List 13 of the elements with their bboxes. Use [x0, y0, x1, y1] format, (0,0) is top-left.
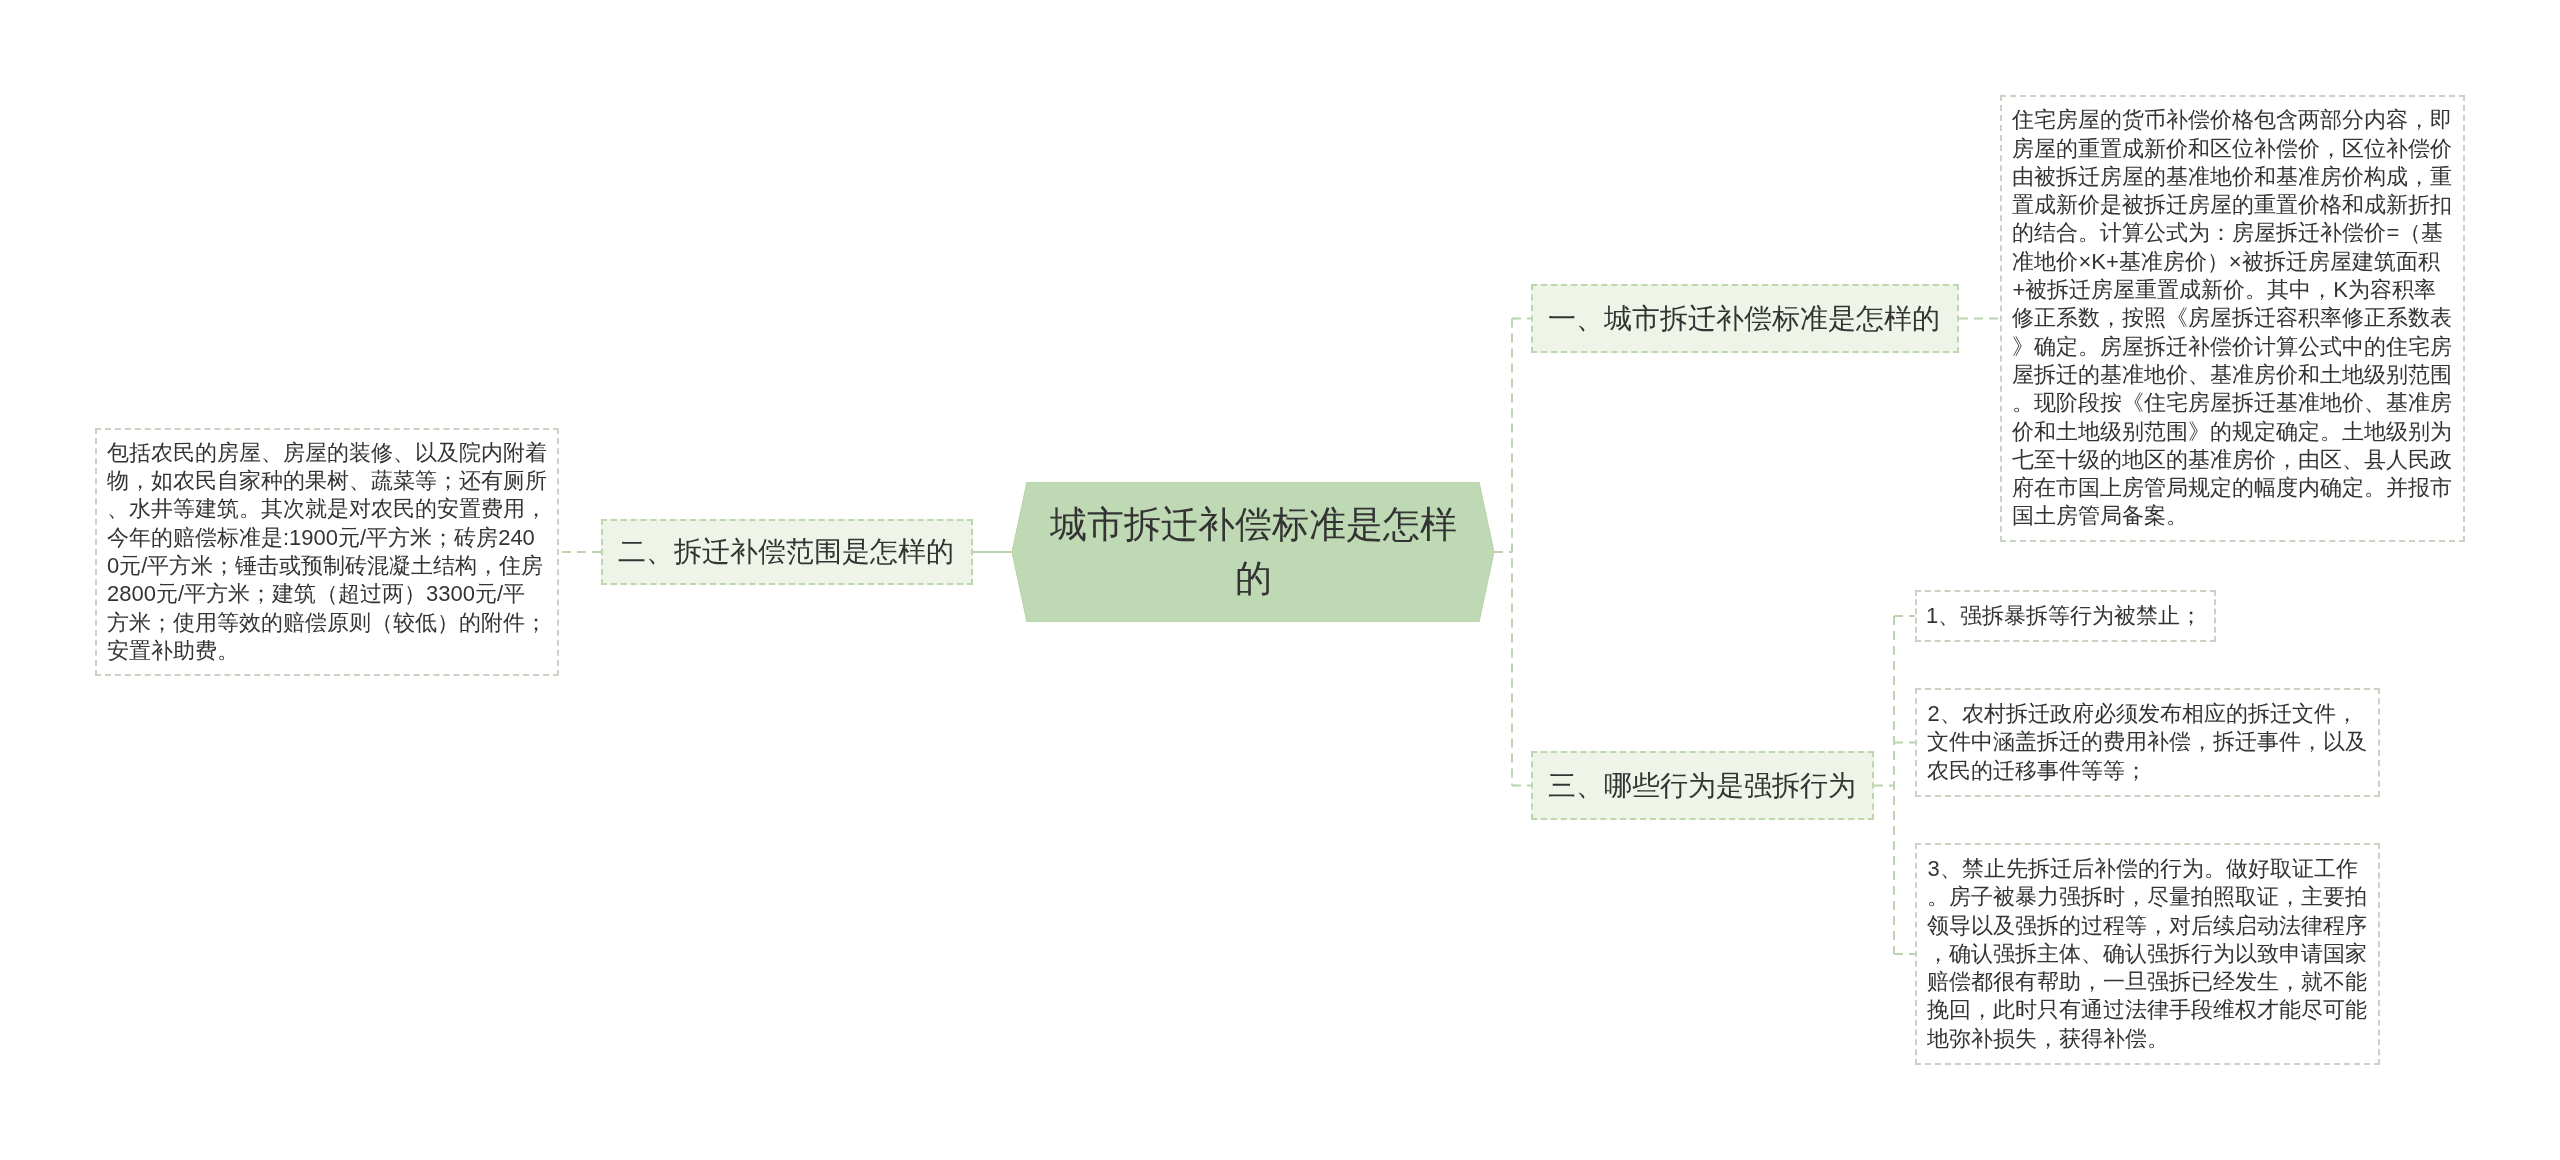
note-box: 包括农民的房屋、房屋的装修、以及院内附着物，如农民自家种的果树、蔬菜等；还有厕所、水井等建筑。其次就是对农民的安置费用，今年的赔偿标准是:1900元/平方米；砖房2400元/平方米；锤击或预制砖混凝土结构，住房2800元/平方米；建筑（超过两）3300元/平方米；使用等效的赔偿原则（较低）的附件；安置补助费。	[95, 428, 559, 676]
connector-line	[1958, 317, 2001, 320]
note-box: 住宅房屋的货币补偿价格包含两部分内容，即房屋的重置成新价和区位补偿价，区位补偿价由被拆迁房屋的基准地价和基准房价构成，重置成新价是被拆迁房屋的重置价格和成新折扣的结合。计算公式为：房屋拆迁补偿价=（基准地价×K+基准房价）×被拆迁房屋建筑面积+被拆迁房屋重置成新价。其中，K为容积率修正系数，按照《房屋拆迁容积率修正系数表》确定。房屋拆迁补偿价计算公式中的住宅房屋拆迁的基准地价、基准房价和土地级别范围。现阶段按《住宅房屋拆迁基准地价、基准房价和土地级别范围》的规定确定。土地级别为七至十级的地区的基准房价，由区、县人民政府在市国上房管局规定的幅度内确定。并报市国土房管局备案。	[2000, 95, 2465, 542]
topic-box: 二、拆迁补偿范围是怎样的	[601, 519, 973, 585]
topic-box: 一、城市拆迁补偿标准是怎样的	[1531, 284, 1959, 353]
connector-line	[972, 551, 1013, 553]
note-box: 1、强拆暴拆等行为被禁止；	[1915, 590, 2216, 642]
central-topic: 城市拆迁补偿标准是怎样的	[1012, 482, 1494, 622]
connector-line	[1493, 317, 1532, 787]
topic-box: 三、哪些行为是强拆行为	[1531, 751, 1874, 820]
connector-line	[1873, 615, 1916, 955]
note-box: 3、禁止先拆迁后补偿的行为。做好取证工作。房子被暴力强拆时，尽量拍照取证，主要拍领导以及强拆的过程等，对后续启动法律程序，确认强拆主体、确认强拆行为以致申请国家赔偿都很有帮助，一旦强拆已经发生，就不能挽回，此时只有通过法律手段维权才能尽可能地弥补损失，获得补偿。	[1915, 843, 2380, 1065]
note-box: 2、农村拆迁政府必须发布相应的拆迁文件，文件中涵盖拆迁的费用补偿，拆迁事件，以及农民的迁移事件等等；	[1915, 688, 2380, 797]
